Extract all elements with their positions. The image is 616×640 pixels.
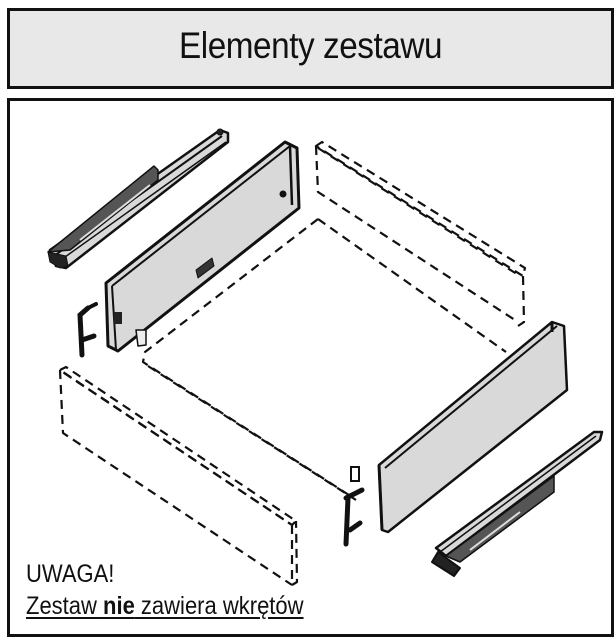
header-title: Elementy zestawu: [178, 25, 443, 66]
warning-text: Zestaw nie zawiera wkrętów: [26, 592, 304, 621]
right-side-panel: [377, 320, 569, 534]
header-box: Elementy zestawu: [7, 8, 614, 89]
warning-text-after: zawiera wkrętów: [134, 592, 304, 620]
front-panel-dashed: [58, 365, 299, 587]
left-front-bracket: [77, 302, 98, 358]
left-side-panel: [104, 140, 301, 353]
warning-text-bold: nie: [103, 592, 135, 620]
right-front-bracket: [343, 466, 365, 547]
back-panel-dashed: [314, 140, 527, 327]
left-drawer-runner: [47, 128, 230, 270]
right-drawer-runner: [431, 430, 604, 577]
bottom-panel-dashed: [141, 218, 507, 501]
warning-text-before: Zestaw: [26, 592, 104, 620]
warning-title: UWAGA!: [26, 560, 115, 588]
